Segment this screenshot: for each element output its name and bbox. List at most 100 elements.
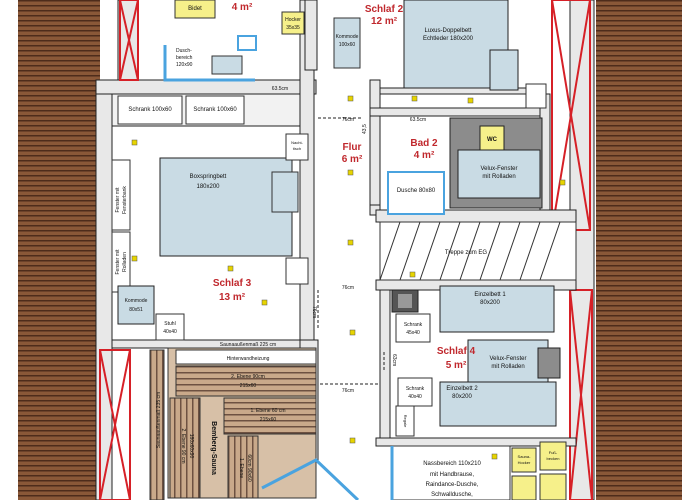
ebene1-shape	[223, 397, 317, 435]
schlaf4-area: 5 m²	[446, 360, 467, 371]
wc-shape	[479, 125, 505, 151]
kommode-left-label-1: Kommode	[125, 298, 148, 304]
sauna-side-strip	[149, 349, 165, 500]
regale-label: Regale	[403, 415, 408, 428]
sauna-aussen-vert-label: Saunaaußenmaß 235 cm	[156, 392, 162, 448]
dusche-label: Dusche 80x80	[397, 188, 436, 194]
nass-label-2: mit Handbrause,	[430, 472, 474, 478]
velux-2-side	[537, 347, 561, 379]
schlaf2-area: 12 m²	[371, 16, 398, 27]
velux-1-label-1: Velux-Fenster	[480, 166, 517, 172]
bett-pillow	[271, 171, 299, 213]
top-left-area: 4 m²	[232, 2, 253, 13]
wall-left-lower	[95, 79, 113, 500]
outer-margin-left	[0, 0, 18, 500]
nachttisch-label-1: Nacht-	[291, 140, 303, 145]
einzelbett-1-label-2: 80x200	[480, 300, 500, 306]
ebene1-vert-shape	[227, 435, 259, 499]
dusch-label-2: bereich	[176, 55, 193, 61]
bett2-label-1: Luxus-Doppelbett	[424, 28, 471, 34]
boxspring-label-2: 180x200	[196, 184, 220, 190]
ebene2-shape	[175, 365, 317, 397]
nass-label-3: Raindance-Dusche,	[426, 482, 479, 488]
dim-76-c: 76cm	[342, 388, 354, 394]
dim-76-b: 76cm	[342, 285, 354, 291]
regale-shape	[395, 405, 415, 437]
fenster-label-1: Fenster mit	[115, 187, 121, 213]
nachttisch-left-top	[285, 133, 309, 161]
hocker-shape	[281, 11, 305, 35]
einzelbett-2-shape	[439, 381, 557, 427]
ebene2-vert-shape	[169, 397, 201, 499]
fenster-label-2: Fensterbank	[122, 186, 128, 214]
wc-label: WC	[487, 137, 498, 143]
ebene1-vert-label-2: 60cm 90x60	[246, 454, 252, 481]
fenster-1-shape	[111, 159, 131, 231]
ebene1-size: 215x60	[260, 417, 277, 423]
schrank-3-label-1: Schrank	[404, 322, 423, 328]
ebene2-size: 215x60	[240, 383, 257, 389]
dim-63-vert: 63cm	[391, 354, 397, 366]
bidet-shape	[174, 0, 216, 19]
velux-1-label-2: mit Rolladen	[482, 174, 515, 180]
bidet-label: Bidet	[188, 6, 202, 12]
sauna-hocker-label-2: Hocker	[518, 460, 531, 465]
fuss-label-2: becken	[547, 456, 560, 461]
velux-2-shape	[467, 339, 549, 383]
schlaf2-name: Schlaf 2	[365, 4, 404, 15]
schrank-3-shape	[395, 313, 431, 343]
bath-cabinet	[211, 55, 243, 75]
flur-area: 6 m²	[342, 154, 363, 165]
nachttisch-left-bottom	[285, 257, 309, 285]
sauna-door-glass	[261, 458, 360, 500]
hinterwand-label: Hinterwandheizung	[227, 356, 270, 362]
bad2-name: Bad 2	[410, 138, 438, 149]
bett2-label-2: Echtleder 180x200	[423, 36, 474, 42]
einzelbett-2-label-2: 80x200	[452, 394, 472, 400]
ebene1-label: 1. Ebene 60 cm	[250, 408, 285, 414]
boxspringbett-shape	[159, 157, 293, 257]
sauna-aussen-label: Saunaaußenmaß 225 cm	[220, 342, 276, 348]
schlaf3-area: 13 m²	[219, 292, 246, 303]
schrank-1-shape	[117, 95, 183, 125]
hocker-size: 35x35	[286, 25, 300, 31]
schrank-2-shape	[185, 95, 245, 125]
schrank-4-label-2: 40x40	[408, 394, 422, 400]
kommode-top-size: 100x60	[339, 42, 356, 48]
dusche-shape	[387, 171, 445, 215]
sauna-hocker-label-1: Sauna-	[518, 454, 532, 459]
roof-slope-crosses	[99, 0, 593, 500]
sauna-hocker-1	[511, 447, 537, 473]
fenster-label-3: Fenster mit	[115, 249, 121, 275]
dim-76-a: 76cm	[342, 117, 354, 123]
einzelbett-1-shape	[439, 285, 555, 333]
dim-76-vert: 76cm	[311, 306, 317, 318]
schrank-3-inner	[398, 294, 412, 308]
fuss-label-1: Fuß-	[549, 450, 558, 455]
einzelbett-2-label-1: Einzelbett 2	[446, 386, 478, 392]
bath-fixture-icon	[237, 35, 257, 51]
boxspring-label-1: Boxspringbett	[190, 174, 227, 180]
schrank-4-label-1: Schrank	[406, 386, 425, 392]
flur-name: Flur	[343, 142, 362, 153]
kommode-left-label-2: 80x51	[129, 307, 143, 313]
kommode-top-shape	[333, 17, 361, 69]
nass-label-4: Schwalldusche,	[431, 492, 473, 498]
nass-label-1: Nassbereich 110x210	[423, 461, 481, 467]
bad2-area: 4 m²	[414, 150, 435, 161]
ebene2-vert-label-1: 2. Ebene 90 cm	[180, 428, 186, 463]
schrank-1-label: Schrank 100x60	[128, 107, 172, 113]
velux-2-label-1: Velux-Fenster	[489, 356, 526, 362]
velux-2-label-2: mit Rolladen	[491, 364, 524, 370]
nachttisch-label-2: tisch	[293, 146, 301, 151]
ebene2-label: 2. Ebene 90cm	[231, 374, 265, 380]
shower-screen	[163, 45, 255, 82]
outer-margin-right	[682, 0, 700, 500]
ceiling-lights	[131, 95, 566, 460]
nassbereich-shape	[391, 445, 511, 500]
schlaf4-name: Schlaf 4	[437, 346, 476, 357]
schrank-2-label: Schrank 100x60	[193, 107, 237, 113]
hocker-label: Hocker	[285, 17, 301, 23]
fenster-label-4: Rolladen	[122, 252, 128, 272]
